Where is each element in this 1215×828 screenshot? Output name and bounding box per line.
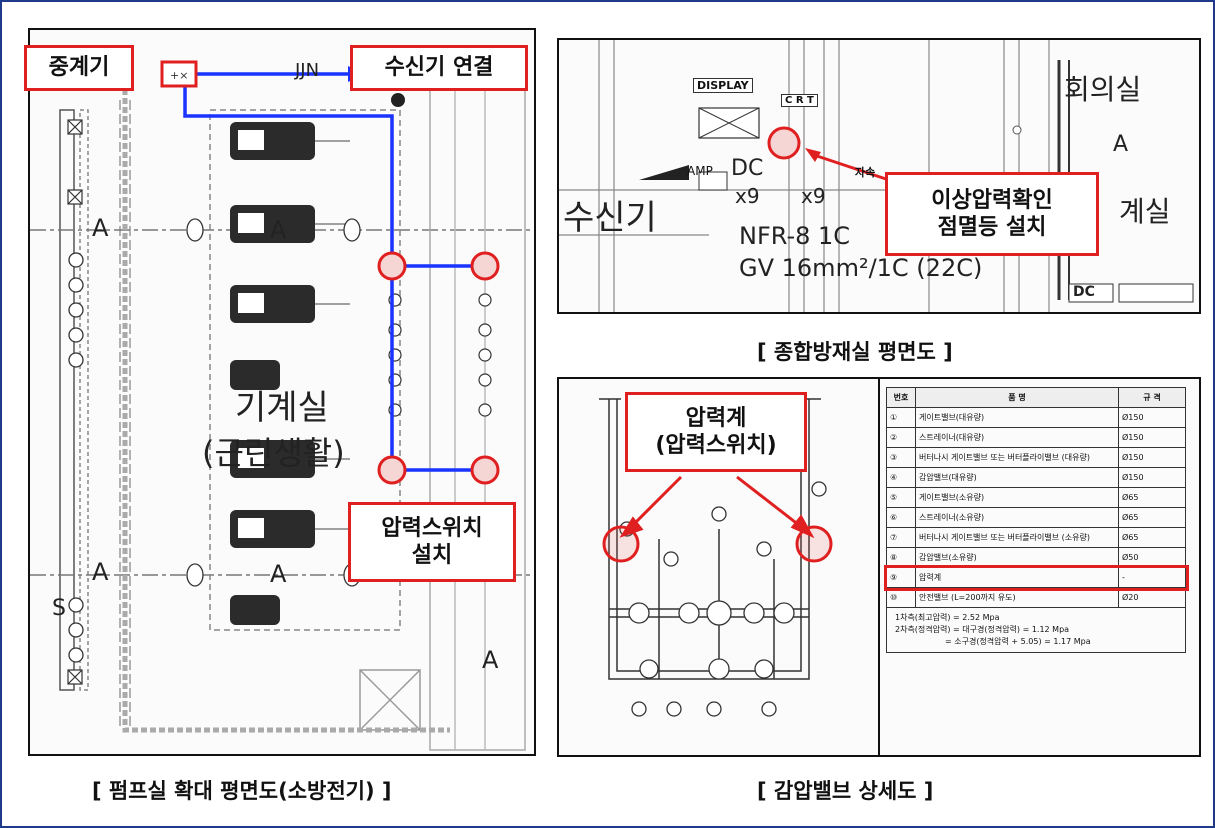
cell-name: 스트레이너(소유량): [915, 507, 1119, 528]
pump-room-drawing: +×: [30, 49, 534, 751]
label-x9a: x9: [735, 184, 760, 208]
mark-a-2: A: [270, 216, 287, 244]
cell-spec: Ø150: [1118, 407, 1186, 428]
cell-no: ⑨: [886, 567, 916, 588]
caption-pump-room: [ 펌프실 확대 평면도(소방전기) ]: [92, 779, 392, 803]
label-dc-bottom: DC: [1073, 284, 1095, 300]
cell-spec: Ø150: [1118, 427, 1186, 448]
callout-receiver-connect: 수신기 연결: [350, 45, 528, 91]
label-x9b: x9: [801, 184, 826, 208]
legend-header-name: 품 명: [915, 387, 1119, 408]
label-cable2: GV 16mm²/1C (22C): [739, 254, 983, 282]
callout-receiver-connect-text: 수신기 연결: [384, 55, 494, 81]
callout-repeater-text: 중계기: [48, 55, 110, 81]
cell-spec: Ø150: [1118, 447, 1186, 468]
valve-drawing: [599, 379, 880, 755]
label-dc: DC: [731, 156, 764, 181]
label-cable1: NFR-8 1C: [739, 222, 851, 250]
label-room-right: 계실: [1119, 195, 1171, 228]
mark-a-4: A: [270, 560, 287, 588]
callout-pressure-gauge: 압력계 (압력스위치): [625, 392, 807, 472]
label-display: DISPLAY: [693, 78, 753, 93]
label-crt: C R T: [781, 94, 818, 107]
label-mark-a: A: [1113, 132, 1129, 157]
mark-a-5: A: [482, 646, 499, 674]
callout-lamp-line1: 이상압력확인: [931, 187, 1053, 213]
pump-room-plan: +× JJN A A A A A S 기계실 (근린생활): [28, 28, 536, 756]
cell-no: ⑦: [886, 527, 916, 548]
note-3: = 소구경(정격압력 + 5.05) = 1.17 Mpa: [945, 637, 1091, 646]
cell-no: ③: [886, 447, 916, 468]
cell-no: ①: [886, 407, 916, 428]
cell-no: ⑧: [886, 547, 916, 568]
cell-spec: -: [1118, 567, 1186, 588]
note-1: 1차측(최고압력) = 2.52 Mpa: [895, 613, 1000, 622]
legend-header-spec: 규 격: [1118, 387, 1186, 408]
code-top: JJN: [295, 60, 320, 81]
caption-valve-detail: [ 감압밸브 상세도 ]: [757, 779, 934, 803]
cell-name: 안전밸브 (L=200까지 유도): [915, 587, 1119, 608]
svg-text:+×: +×: [170, 69, 188, 82]
cell-name: 버터나시 게이트밸브 또는 버터플라이밸브 (소유량): [915, 527, 1119, 548]
callout-abnormal-pressure-lamp: 이상압력확인 점멸등 설치: [885, 172, 1099, 256]
callout-pressure-switch: 압력스위치 설치: [348, 502, 516, 582]
callout-pressure-switch-line1: 압력스위치: [381, 515, 483, 541]
cell-spec: Ø20: [1118, 587, 1186, 608]
legend-header-no: 번호: [886, 387, 916, 408]
callout-pressure-switch-line2: 설치: [411, 543, 453, 568]
cell-spec: Ø65: [1118, 507, 1186, 528]
cell-spec: Ø65: [1118, 487, 1186, 508]
disaster-room-plan: DISPLAY C R T AMP DC x9 x9 자속 수신기 NFR-8 …: [557, 38, 1201, 314]
label-jasuk: 자속: [855, 166, 876, 179]
legend-header-row: 번호 품 명 규 격: [886, 387, 1186, 408]
mark-a-3: A: [92, 558, 109, 586]
cell-name: 게이트밸브(소유량): [915, 487, 1119, 508]
mark-s: S: [52, 596, 66, 621]
room-name: 기계실: [235, 388, 329, 428]
cell-name: 감압밸브(소유량): [915, 547, 1119, 568]
cell-spec: Ø50: [1118, 547, 1186, 568]
cell-no: ②: [886, 427, 916, 448]
callout-gauge-line1: 압력계: [685, 405, 747, 431]
label-receiver: 수신기: [563, 198, 657, 238]
callout-lamp-line2: 점멸등 설치: [937, 215, 1047, 240]
cell-name: 감압밸브(대유량): [915, 467, 1119, 488]
mark-a-1: A: [92, 214, 109, 242]
cell-name: 게이트밸브(대유량): [915, 407, 1119, 428]
cell-no: ⑤: [886, 487, 916, 508]
cell-no: ⑩: [886, 587, 916, 608]
label-room-meeting: 회의실: [1064, 73, 1142, 106]
cell-name: 버터나시 게이트밸브 또는 버터플라이밸브 (대유량): [915, 447, 1119, 468]
notes-cell: 1차측(최고압력) = 2.52 Mpa 2차측(정격압력) = 대구경(정격압…: [886, 607, 1186, 653]
cell-name: 압력계: [915, 567, 1119, 588]
cell-spec: Ø65: [1118, 527, 1186, 548]
callout-repeater: 중계기: [24, 45, 134, 91]
cell-spec: Ø150: [1118, 467, 1186, 488]
callout-gauge-line2: (압력스위치): [655, 433, 777, 458]
cell-no: ④: [886, 467, 916, 488]
label-amp: AMP: [687, 164, 713, 178]
cell-no: ⑥: [886, 507, 916, 528]
cell-name: 스트레이너(대유량): [915, 427, 1119, 448]
table-notes-row: 1차측(최고압력) = 2.52 Mpa 2차측(정격압력) = 대구경(정격압…: [886, 607, 1186, 653]
note-2: 2차측(정격압력) = 대구경(정격압력) = 1.12 Mpa: [895, 625, 1070, 634]
caption-disaster-room: [ 종합방재실 평면도 ]: [757, 340, 953, 364]
room-sub: (근린생활): [202, 434, 345, 472]
